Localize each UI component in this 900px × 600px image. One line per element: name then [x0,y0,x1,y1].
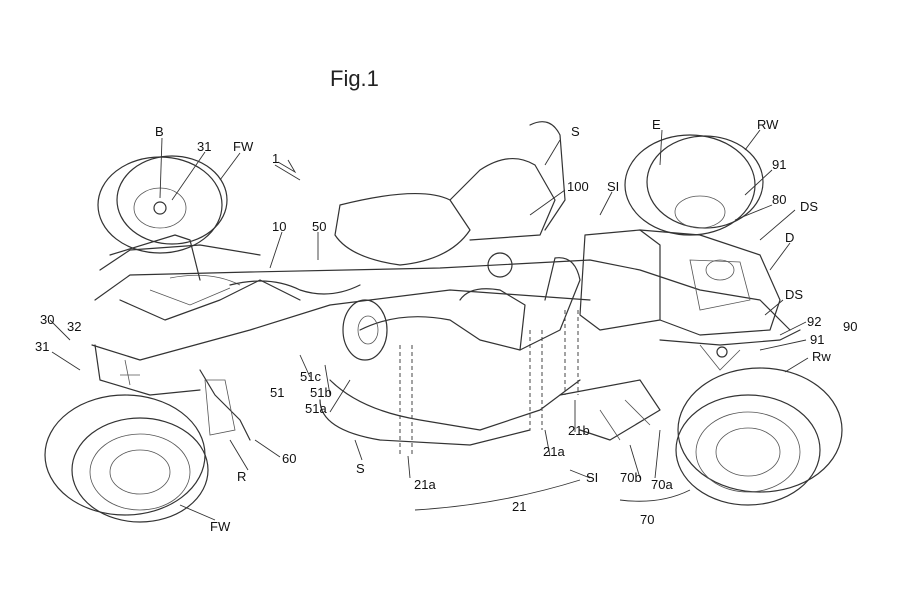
label-ds-top: DS [800,199,819,214]
label-92: 92 [807,314,822,329]
label-70a: 70a [651,477,673,492]
label-si-top: SI [607,179,620,194]
label-91-right: 91 [810,332,825,347]
label-21a-bottom: 21a [414,477,436,492]
label-70: 70 [640,512,655,527]
label-s-bottom: S [356,461,365,476]
label-30: 30 [40,312,55,327]
rear-wheel-lower [675,367,843,506]
label-fw-bottom: FW [210,519,231,534]
floor-panel-lines [399,310,661,455]
front-wheel-lower [44,394,209,523]
front-wheel-upper [97,155,228,254]
label-31-left: 31 [35,339,50,354]
label-s-top: S [571,124,580,139]
label-fw-top: FW [233,139,254,154]
label-70b: 70b [620,470,642,485]
label-rw-right: Rw [812,349,831,364]
seat-upper [334,121,566,278]
label-60: 60 [282,451,297,466]
label-r: R [237,469,247,484]
label-d: D [785,230,795,245]
label-ds-right: DS [785,287,804,302]
label-51: 51 [270,385,285,400]
label-32: 32 [67,319,82,334]
label-91-top: 91 [772,157,787,172]
label-90: 90 [843,319,858,334]
label-50: 50 [312,219,327,234]
label-10: 10 [272,219,287,234]
steering-wheel [342,299,388,361]
label-si-bottom: SI [586,470,599,485]
label-31-top: 31 [197,139,212,154]
front-suspension [94,344,251,441]
rear-suspension [659,329,801,371]
label-e: E [652,117,661,132]
engine [579,229,781,336]
label-51c: 51c [300,369,321,384]
seat-lower [319,257,581,446]
label-51b: 51b [310,385,332,400]
label-21a-mid: 21a [543,444,565,459]
label-b: B [155,124,164,139]
label-100: 100 [567,179,589,194]
figure-title: Fig.1 [330,66,379,91]
label-rw-top: RW [757,117,779,132]
main-frame [91,234,791,361]
leader-lines [49,129,809,521]
label-21b: 21b [568,423,590,438]
rear-wheel-upper [624,134,764,236]
label-51a: 51a [305,401,327,416]
label-1: 1 [272,151,280,166]
label-21: 21 [512,499,527,514]
label-80: 80 [772,192,787,207]
